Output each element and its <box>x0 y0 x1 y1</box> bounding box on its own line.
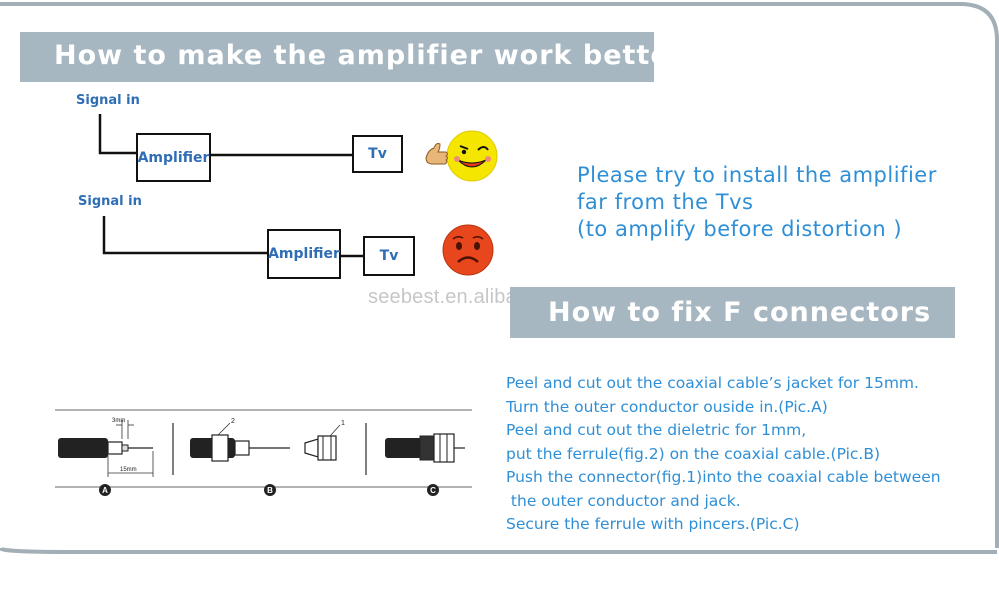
part-1-label: 1 <box>341 420 345 427</box>
section-title-f-connectors: How to fix F connectors <box>510 287 955 338</box>
step-line: Push the connector(fig.1)into the coaxia… <box>506 468 941 486</box>
step-line: Turn the outer conductor ouside in.(Pic.… <box>506 397 828 416</box>
dim-3mm-label: 3mm <box>112 418 125 424</box>
pic-c-assembled-connector <box>385 433 465 463</box>
signal-in-label: Signal in <box>76 93 140 108</box>
step-line: Secure the ferrule with pincers.(Pic.C) <box>506 515 800 533</box>
step-line: the outer conductor and jack. <box>506 491 741 510</box>
f-connector-figure: 3mm 15mm A 2 1 B C <box>55 409 472 496</box>
section-title-amplifier: How to make the amplifier work better <box>20 32 683 82</box>
part-2-label: 2 <box>231 418 235 425</box>
dim-15mm-label: 15mm <box>120 467 137 473</box>
pic-b-ferrule-on-cable <box>190 422 341 462</box>
amplifier-box-good: Amplifier <box>136 133 211 182</box>
advice-line: Please try to install the amplifier <box>577 163 937 187</box>
happy-face-icon <box>425 130 498 182</box>
advice-line: (to amplify before distortion ) <box>577 217 903 241</box>
caption-a-marker <box>99 484 111 496</box>
step-line: put the ferrule(fig.2) on the coaxial ca… <box>506 444 881 463</box>
f-connector-steps: Peel and cut out the coaxial cable’s jac… <box>506 372 996 537</box>
amplifier-advice-text: Please try to install the amplifier far … <box>577 162 977 243</box>
sad-face-icon <box>442 224 494 276</box>
signal-in-label-2: Signal in <box>78 194 142 209</box>
caption-c: C <box>430 486 436 495</box>
pic-a-stripped-cable <box>58 420 154 477</box>
advice-line: far from the Tvs <box>577 190 754 214</box>
tv-box-good: Tv <box>352 135 403 173</box>
caption-b: B <box>267 486 273 495</box>
amplifier-box-bad: Amplifier <box>267 229 341 279</box>
caption-c-marker <box>427 484 439 496</box>
caption-b-marker <box>264 484 276 496</box>
step-line: Peel and cut out the dieletric for 1mm, <box>506 421 807 439</box>
step-line: Peel and cut out the coaxial cable’s jac… <box>506 374 919 392</box>
tv-box-bad: Tv <box>363 236 415 276</box>
caption-a: A <box>102 486 108 495</box>
